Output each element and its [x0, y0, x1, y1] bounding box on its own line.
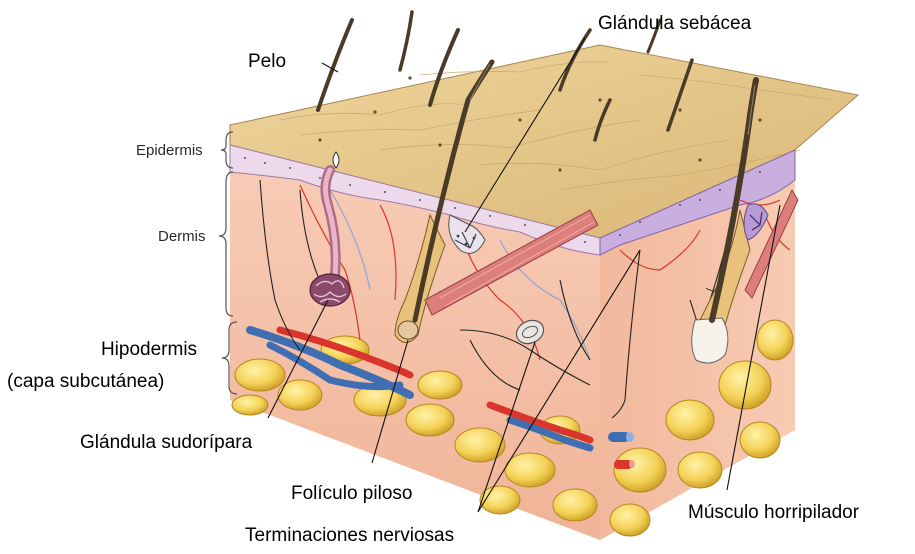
label-hipodermis: Hipodermis: [84, 340, 214, 359]
label-dermis: Dermis: [158, 229, 206, 244]
label-terminaciones-nerviosas: Terminaciones nerviosas: [245, 526, 454, 545]
label-musculo-horripilador: Músculo horripilador: [688, 503, 859, 522]
label-glandula-sebacea: Glándula sebácea: [598, 14, 751, 33]
label-foliculo-piloso: Folículo piloso: [291, 484, 412, 503]
label-epidermis: Epidermis: [136, 143, 203, 158]
label-glandula-sudoripara: Glándula sudorípara: [80, 433, 252, 452]
label-pelo: Pelo: [248, 52, 286, 71]
label-capa-subcutanea: (capa subcutánea): [7, 372, 164, 391]
